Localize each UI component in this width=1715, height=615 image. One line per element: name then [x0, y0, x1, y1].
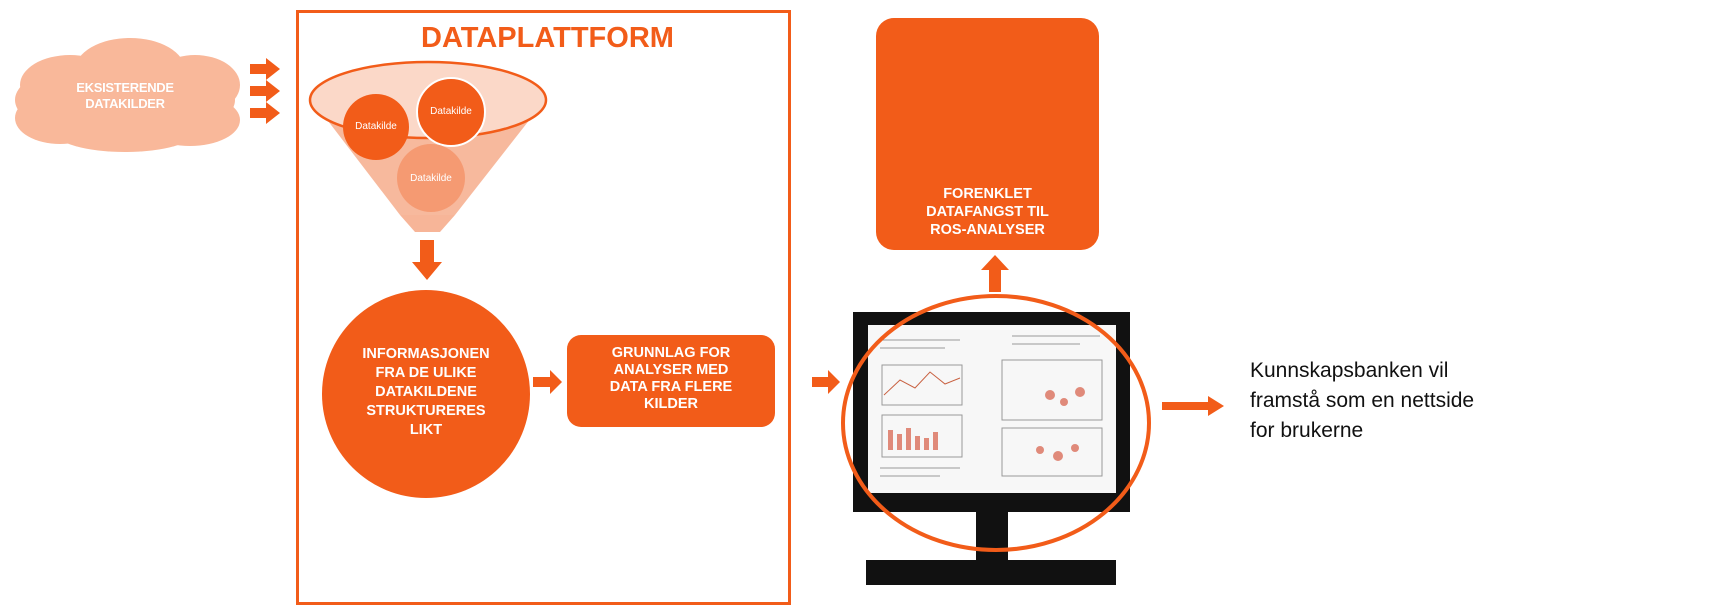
structuring-circle [322, 290, 530, 498]
ros-output-box [876, 18, 1099, 250]
ros-output-label: FORENKLET DATAFANGST TIL ROS-ANALYSER [926, 186, 1049, 238]
datakilde-label-1: Datakilde [355, 121, 397, 132]
datakilde-label-3: Datakilde [410, 173, 452, 184]
dataplattform-frame [296, 10, 791, 605]
cloud-label: EKSISTERENDE DATAKILDER [76, 80, 174, 111]
monitor-icon [853, 312, 1130, 585]
platform-title: DATAPLATTFORM [421, 22, 674, 54]
arrow-right-3 [1162, 396, 1224, 416]
cloud-icon [15, 38, 240, 152]
analysis-basis-box [567, 335, 775, 427]
datakilde-circle-3 [397, 144, 465, 212]
website-note: Kunnskapsbanken vil framstå som en netts… [1250, 359, 1475, 442]
datakilde-label-2: Datakilde [430, 106, 472, 117]
structuring-label: INFORMASJONEN FRA DE ULIKE DATAKILDENE S… [362, 346, 490, 438]
arrow-right-1 [533, 370, 562, 394]
input-arrows [250, 58, 280, 124]
analysis-basis-label: GRUNNLAG FOR ANALYSER MED DATA FRA FLERE… [609, 345, 733, 412]
datakilde-circle-2 [416, 77, 486, 147]
arrow-down [412, 240, 442, 280]
screen-highlight-ellipse [841, 294, 1151, 552]
arrow-right-2 [812, 370, 840, 394]
datakilde-circle-1 [343, 94, 409, 160]
arrow-up [981, 255, 1009, 292]
